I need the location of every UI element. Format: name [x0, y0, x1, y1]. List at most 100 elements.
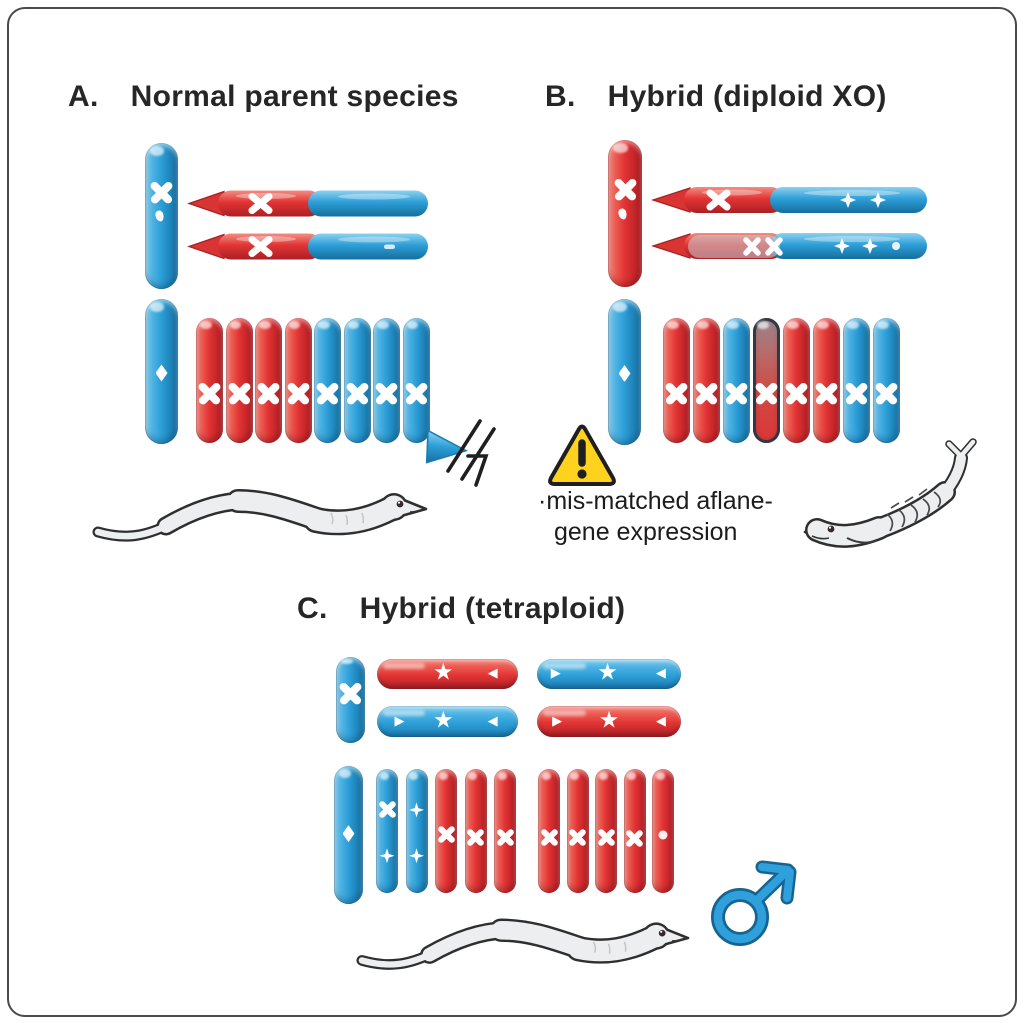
x-mark: [196, 380, 223, 407]
panel-b-title-text: Hybrid (diploid XO): [607, 80, 887, 113]
chromosome-red: [595, 769, 617, 893]
autosome-horizontal-blue-1: ▶ ★ ◀: [377, 706, 518, 737]
drop-mark: [153, 209, 165, 223]
sex-chromosome-b: [608, 140, 642, 287]
autosome-row-a: [196, 318, 430, 443]
chromosome-blue: [145, 299, 178, 444]
diamond-mark: [155, 364, 168, 382]
chromosome-red: [693, 318, 720, 443]
chromosome-blue: [843, 318, 870, 443]
chromosome-red: [783, 318, 810, 443]
dot-mark: [658, 830, 668, 840]
warning-note-line1: ·mis-matched aﬂane-: [538, 487, 773, 515]
star-mark: ★: [597, 659, 618, 686]
healthy-eel-c: [356, 918, 690, 970]
chromosome-red: [621, 769, 648, 893]
star-mark: ★: [598, 707, 620, 734]
chromosome-blue: [723, 318, 750, 443]
panel-a-title-text: Normal parent species: [130, 80, 459, 113]
large-chromosome-b: [608, 299, 641, 445]
chromosome-blue: [376, 769, 398, 893]
panel-c-title-text: Hybrid (tetraploid): [359, 592, 626, 625]
x-mark: [337, 680, 364, 707]
spark-mark: [409, 802, 424, 818]
panel-a-label: A.: [68, 80, 99, 113]
chromosome-blue: [608, 299, 641, 445]
x-mark: [344, 380, 371, 407]
x-mark: [612, 176, 639, 203]
chromosome-red: [813, 318, 840, 443]
male-symbol-icon: [711, 860, 797, 946]
autosome-group-c1: [376, 769, 516, 893]
chromosome-blue: [873, 318, 900, 443]
x-mark: [492, 824, 519, 851]
chevron-left-mark: ◀: [487, 665, 498, 681]
x-mark: [374, 796, 401, 823]
chromosome-blue: [145, 143, 178, 289]
diamond-mark: [342, 825, 355, 843]
x-mark: [663, 380, 690, 407]
x-mark: [723, 380, 750, 407]
panel-c-label: C.: [297, 592, 328, 625]
fusion-chromosome-a1: [187, 190, 428, 217]
chromosome-red: [284, 318, 312, 443]
panel-b-label: B.: [545, 80, 576, 113]
large-chromosome-c: [334, 766, 363, 904]
sex-chromosome-a: [145, 143, 178, 289]
chromosome-red: [652, 769, 674, 893]
sick-eel-b: [803, 438, 977, 548]
x-mark: [373, 380, 400, 407]
large-chromosome-a: [145, 299, 178, 444]
chromosome-red: [566, 769, 589, 893]
fusion-chromosome-b2: [651, 233, 927, 259]
chromosome-red: [462, 769, 489, 893]
sex-chromosome-c: [336, 657, 365, 743]
autosome-group-c2: [538, 769, 674, 893]
x-mark: [536, 824, 563, 851]
chromosome-blue: [336, 657, 365, 743]
diamond-mark: [618, 364, 631, 382]
x-mark: [433, 821, 460, 848]
spark-mark: [379, 848, 395, 864]
chevron-right-mark: ▶: [394, 713, 405, 729]
warning-icon: [548, 424, 616, 486]
x-mark: [403, 380, 430, 407]
chevron-left-mark: ◀: [655, 665, 666, 681]
chevron-right-mark: ▶: [552, 713, 563, 729]
autosome-horizontal-red-1: ★ ◀: [377, 659, 518, 689]
chromosome-blue: [334, 766, 363, 904]
chromosome-red: [494, 769, 516, 893]
break-arrow-icon: [425, 419, 496, 487]
x-mark: [621, 825, 648, 852]
chevron-left-mark: ◀: [655, 713, 666, 729]
panel-c-title: C. Hybrid (tetraploid): [297, 592, 625, 626]
chevron-left-mark: ◀: [487, 713, 498, 729]
x-mark: [843, 380, 870, 407]
x-mark: [783, 380, 810, 407]
star-mark: ★: [432, 659, 454, 686]
chromosome-red: [538, 769, 560, 893]
chromosome-red: [225, 318, 253, 443]
autosome-horizontal-blue-2: ▶ ★ ◀: [537, 659, 681, 689]
x-mark: [148, 179, 175, 206]
fusion-chromosome-b1: [651, 187, 927, 213]
warning-note-line2: gene expression: [554, 518, 738, 546]
healthy-eel-a: [92, 489, 428, 542]
chromosome-blue: [373, 318, 400, 443]
chevron-right-mark: ▶: [550, 665, 561, 681]
panel-b-title: B. Hybrid (diploid XO): [545, 80, 887, 114]
autosome-horizontal-red-2: ▶ ★ ◀: [537, 706, 681, 737]
x-mark: [753, 380, 780, 407]
fusion-chromosome-a2: [187, 233, 428, 260]
x-mark: [226, 380, 253, 407]
chromosome-red: [196, 318, 223, 443]
x-mark: [462, 824, 489, 851]
chromosome-blue: [405, 769, 428, 893]
warning-note: ·mis-matched aﬂane- gene expression: [538, 486, 773, 548]
panel-a-title: A. Normal parent species: [68, 80, 459, 114]
chromosome-red: [608, 140, 642, 287]
star-mark: ★: [432, 707, 454, 734]
x-mark: [693, 380, 720, 407]
chromosome-red: [663, 318, 690, 443]
